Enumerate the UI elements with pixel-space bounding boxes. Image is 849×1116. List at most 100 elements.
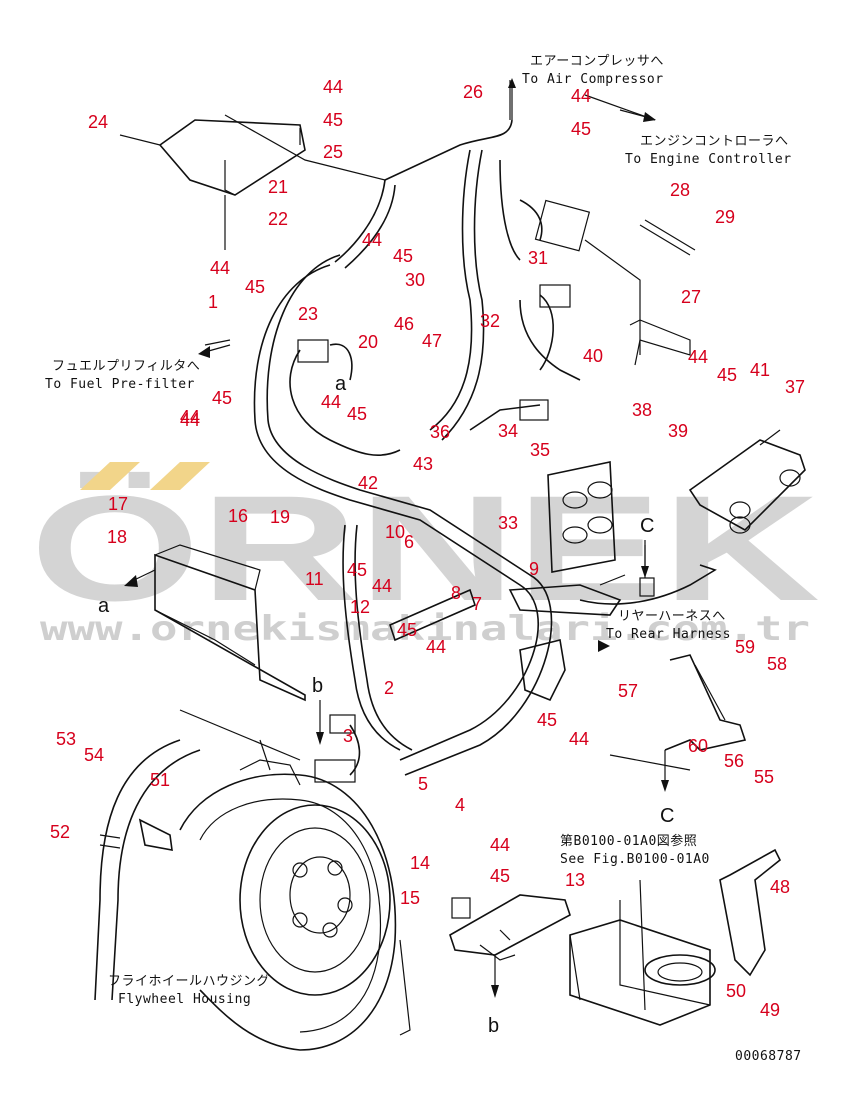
part-label: 45: [571, 119, 591, 139]
part-label: 8: [451, 583, 461, 603]
part-label: 3: [343, 726, 353, 746]
part-label: 45: [393, 246, 413, 266]
part-label: 59: [735, 637, 755, 657]
part-label: 57: [618, 681, 638, 701]
see-fig-en: See Fig.B0100-01A0: [560, 852, 710, 867]
watermark-site: www.ornekismakinalari.com.tr: [40, 609, 810, 649]
drawing-number: 00068787: [735, 1049, 802, 1064]
view-letter-a-top: a: [335, 373, 347, 395]
watermark-brand: ÖRNEK: [30, 464, 820, 632]
part-label: 20: [358, 332, 378, 352]
part-label: 7: [472, 594, 482, 614]
view-letter-a-left: a: [98, 595, 110, 617]
part-label: 40: [583, 346, 603, 366]
part-label: 44: [426, 637, 446, 657]
view-letters: a a b b C C: [98, 373, 674, 1037]
part-label: 56: [724, 751, 744, 771]
rear-harness-jp: リヤーハーネスへ: [618, 609, 726, 624]
part-label: 49: [760, 1000, 780, 1020]
part-label: 32: [480, 311, 500, 331]
part-label: 25: [323, 142, 343, 162]
part-label: 44: [688, 347, 708, 367]
part-label: 15: [400, 888, 420, 908]
part-label: 44: [180, 410, 200, 430]
part-label: 47: [422, 331, 442, 351]
part-label: 48: [770, 877, 790, 897]
engine-controller-en: To Engine Controller: [625, 152, 792, 167]
rear-harness-en: To Rear Harness: [606, 627, 731, 642]
part-label: 13: [565, 870, 585, 890]
part-label: 50: [726, 981, 746, 1001]
part-label: 44: [210, 258, 230, 278]
fuel-prefilter-en: To Fuel Pre-filter: [45, 377, 195, 392]
part-label: 44: [571, 86, 591, 106]
part-label: 45: [397, 620, 417, 640]
part-label: 12: [350, 597, 370, 617]
view-letter-c-bottom: C: [660, 805, 674, 827]
annotations: エアーコンプレッサへ To Air Compressor エンジンコントローラへ…: [45, 54, 802, 1064]
view-letter-b-mid: b: [312, 675, 323, 697]
part-label: 18: [107, 527, 127, 547]
part-label: 14: [410, 853, 430, 873]
part-label: 54: [84, 745, 104, 765]
part-label: 44: [321, 392, 341, 412]
air-compressor-jp: エアーコンプレッサへ: [530, 54, 664, 69]
watermark: ÖRNEK www.ornekismakinalari.com.tr: [30, 462, 820, 649]
part-label: 46: [394, 314, 414, 334]
part-label: 5: [418, 774, 428, 794]
part-label: 10: [385, 522, 405, 542]
part-label: 24: [88, 112, 108, 132]
part-label: 35: [530, 440, 550, 460]
part-label: 42: [358, 473, 378, 493]
part-label: 27: [681, 287, 701, 307]
part-label: 53: [56, 729, 76, 749]
part-label: 36: [430, 422, 450, 442]
part-label: 34: [498, 421, 518, 441]
part-label: 28: [670, 180, 690, 200]
air-compressor-en: To Air Compressor: [522, 72, 664, 87]
part-label: 2: [384, 678, 394, 698]
part-label: 31: [528, 248, 548, 268]
part-label: 45: [347, 404, 367, 424]
part-label: 44: [362, 230, 382, 250]
part-label: 37: [785, 377, 805, 397]
part-label: 44: [372, 576, 392, 596]
part-label: 29: [715, 207, 735, 227]
part-label: 21: [268, 177, 288, 197]
part-label: 16: [228, 506, 248, 526]
diagram-linework: [94, 80, 806, 1051]
part-label: 33: [498, 513, 518, 533]
part-label: 38: [632, 400, 652, 420]
part-label: 45: [490, 866, 510, 886]
part-label: 45: [537, 710, 557, 730]
part-label: 55: [754, 767, 774, 787]
part-label: 11: [305, 569, 324, 589]
part-label: 52: [50, 822, 70, 842]
part-label: 26: [463, 82, 483, 102]
view-letter-b-bottom: b: [488, 1015, 499, 1037]
part-label: 58: [767, 654, 787, 674]
part-label: 9: [529, 559, 539, 579]
flywheel-housing-en: Flywheel Housing: [118, 992, 251, 1007]
part-label: 6: [404, 532, 414, 552]
see-fig-jp: 第B0100-01A0図参照: [560, 833, 697, 849]
part-label: 45: [245, 277, 265, 297]
part-label: 4: [455, 795, 465, 815]
part-label: 17: [108, 494, 128, 514]
part-label: 22: [268, 209, 288, 229]
part-label: 43: [413, 454, 433, 474]
part-numbers: 44 26 44 45 24 45 25 21 22 45 44 28 29 4…: [50, 77, 805, 1020]
part-label: 39: [668, 421, 688, 441]
reference-arrows: [124, 78, 669, 998]
part-label: 44: [323, 77, 343, 97]
part-label: 23: [298, 304, 318, 324]
view-letter-c-top: C: [640, 515, 654, 537]
part-label: 45: [323, 110, 343, 130]
part-label: 60: [688, 736, 708, 756]
engine-controller-jp: エンジンコントローラへ: [640, 134, 789, 149]
part-label: 44: [569, 729, 589, 749]
part-label: 45: [347, 560, 367, 580]
part-label: 51: [150, 770, 170, 790]
part-label: 44: [490, 835, 510, 855]
